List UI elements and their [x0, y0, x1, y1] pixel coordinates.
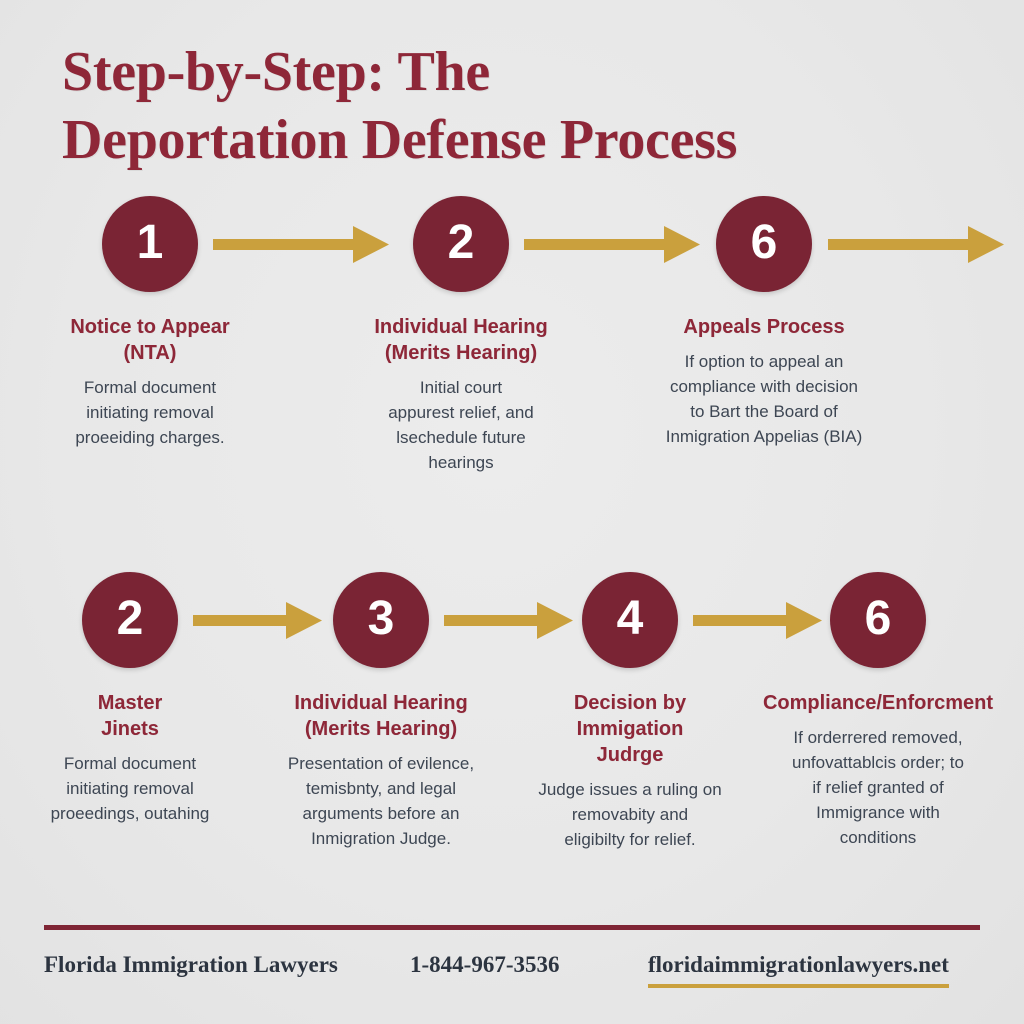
step-heading-line: Appeals Process	[683, 316, 845, 338]
step-number-badge: 2	[82, 572, 178, 668]
footer: Florida Immigration Lawyers 1-844-967-35…	[44, 948, 980, 998]
step-heading: Notice to Appear (NTA)	[25, 314, 275, 366]
step-description-line: proeedings, outahing	[50, 804, 210, 823]
step-heading: Individual Hearing (Merits Hearing)	[336, 314, 586, 366]
step-heading-line: (Merits Hearing)	[304, 718, 458, 740]
step-number: 2	[116, 591, 144, 645]
step-description-line: Inmigration Judge.	[311, 829, 451, 848]
step-description-line: unfovattablсis order; to	[792, 753, 964, 772]
step-description-line: if relief granted of	[812, 778, 944, 797]
step-description-line: Presentation of evilence,	[287, 754, 475, 773]
step-description: Formal document initiating removal proeeid…	[25, 375, 275, 450]
step-heading-line: Immigation	[576, 718, 684, 740]
step-description-line: to Bart the Board of	[690, 402, 838, 421]
step-description: Formal document initiating removal proeedi…	[10, 751, 250, 826]
step-description-line: compliance with decision	[669, 377, 859, 396]
step-heading-line: Judrge	[596, 744, 664, 766]
step-number-badge: 1	[102, 196, 198, 292]
step-description-line: initiating removal	[86, 403, 214, 422]
step-heading: Individual Hearing (Merits Hearing)	[261, 690, 501, 742]
arrow-right-icon	[213, 222, 389, 268]
arrow-right-icon	[828, 222, 1004, 268]
arrow-right-icon	[524, 222, 700, 268]
step-description-line: Initial court	[419, 378, 503, 397]
step-description-line: hearings	[428, 453, 494, 472]
step-number: 6	[750, 215, 778, 269]
step-heading: Compliance/Enforcment	[758, 690, 998, 716]
arrow-right-icon	[693, 598, 822, 644]
step-heading-line: Individual Hearing	[294, 692, 468, 714]
footer-firm-name: Florida Immigration Lawyers	[44, 952, 338, 977]
step-number: 4	[616, 591, 644, 645]
step-description: Initial court appurest relief, and lseched…	[336, 375, 586, 475]
step-number: 2	[447, 215, 475, 269]
step-description-line: temisbnty, and legal	[306, 779, 456, 798]
step-number-badge: 3	[333, 572, 429, 668]
step-number-badge: 4	[582, 572, 678, 668]
footer-divider	[44, 925, 980, 930]
step-description-line: appurest relief, and	[388, 403, 534, 422]
step-description-line: eligibilty for relief.	[564, 830, 696, 849]
arrow-right-icon	[193, 598, 322, 644]
step-number: 1	[136, 215, 164, 269]
step-description-line: Formal document	[83, 378, 217, 397]
step-description: If orderrered removed, unfovattablсis ord…	[758, 725, 998, 850]
page-title-line-2: Deportation Defense Process	[62, 109, 738, 171]
step-heading-line: (Merits Hearing)	[384, 342, 538, 364]
step-description-line: Formal document	[63, 754, 197, 773]
step-heading-line: (NTA)	[123, 342, 177, 364]
step-description: Judge issues a ruling on removabity and el…	[510, 777, 750, 852]
arrow-right-icon	[444, 598, 573, 644]
step-number-badge: 6	[716, 196, 812, 292]
step-heading-line: Notice to Appear	[70, 316, 230, 338]
step-heading-line: Jinets	[101, 718, 159, 740]
step-description-line: removabity and	[571, 805, 689, 824]
step-heading-line: Individual Hearing	[374, 316, 548, 338]
step-heading-line: Compliance/Enforcment	[762, 692, 994, 714]
step-description-line: initiating removal	[66, 779, 194, 798]
step-heading-line: Decision by	[573, 692, 687, 714]
step-description-line: If option to appeal an	[684, 352, 844, 371]
page-title: Step-by-Step: The Deportation Defense Pr…	[62, 38, 942, 174]
step-description: Presentation of evilence, temisbnty, and …	[261, 751, 501, 851]
step-description-line: lsechedule future	[396, 428, 526, 447]
step-number: 6	[864, 591, 892, 645]
step-description-line: If orderrered removed,	[793, 728, 963, 747]
step-description: If option to appeal an compliance with de…	[639, 349, 889, 449]
step-description-line: conditions	[839, 828, 917, 847]
footer-phone-number[interactable]: 1-844-967-3536	[410, 952, 560, 977]
footer-website-link[interactable]: floridaimmigrationlawyers.net	[648, 948, 949, 988]
step-description-line: Immigrance with	[816, 803, 940, 822]
step-description-line: Judge issues a ruling on	[538, 780, 722, 799]
step-number-badge: 6	[830, 572, 926, 668]
step-number: 3	[367, 591, 395, 645]
page-title-line-1: Step-by-Step: The	[62, 41, 490, 103]
step-description-line: arguments before an	[302, 804, 460, 823]
step-heading: Appeals Process	[639, 314, 889, 340]
step-description-line: proeeiding charges.	[75, 428, 225, 447]
step-number-badge: 2	[413, 196, 509, 292]
step-description-line: Inmigration Appelias (BIA)	[665, 427, 863, 446]
step-heading-line: Master	[97, 692, 163, 714]
